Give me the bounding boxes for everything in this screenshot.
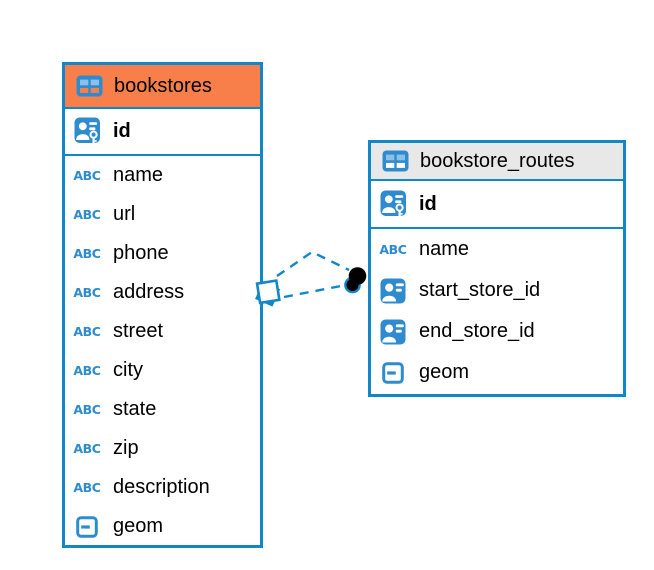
text-type-icon: ABC bbox=[379, 242, 407, 257]
column-row[interactable]: ABC name bbox=[65, 156, 260, 195]
reference-type-icon bbox=[377, 319, 409, 345]
text-type-icon: ABC bbox=[73, 324, 101, 339]
column-row[interactable]: geom bbox=[371, 352, 623, 393]
text-type-icon: ABC bbox=[73, 441, 101, 456]
column-row[interactable]: ABC name bbox=[371, 229, 623, 270]
column-name: city bbox=[113, 359, 143, 381]
column-name: street bbox=[113, 320, 164, 342]
column-name: geom bbox=[113, 515, 164, 537]
relationship-line-upper[interactable] bbox=[276, 250, 350, 277]
geometry-type-icon bbox=[377, 361, 409, 384]
column-name: description bbox=[113, 476, 210, 498]
primary-key-icon bbox=[377, 190, 409, 219]
column-row-id[interactable]: id bbox=[65, 109, 260, 156]
column-row[interactable]: ABC description bbox=[65, 468, 260, 507]
column-name: id bbox=[113, 120, 131, 142]
column-name: name bbox=[419, 238, 470, 260]
table-title: bookstores bbox=[114, 74, 212, 97]
text-type-icon: ABC bbox=[73, 246, 101, 261]
column-name: state bbox=[113, 398, 157, 420]
column-row[interactable]: end_store_id bbox=[371, 311, 623, 352]
column-row-id[interactable]: id bbox=[371, 181, 623, 229]
text-type-icon: ABC bbox=[73, 285, 101, 300]
table-icon bbox=[379, 150, 411, 172]
column-row[interactable]: start_store_id bbox=[371, 270, 623, 311]
entity-table-bookstores[interactable]: bookstores id ABC name ABC url ABC phone bbox=[62, 62, 263, 548]
entity-table-bookstore-routes[interactable]: bookstore_routes id ABC name bbox=[368, 140, 626, 397]
column-row[interactable]: ABC city bbox=[65, 351, 260, 390]
primary-key-icon bbox=[71, 117, 103, 146]
column-row[interactable]: ABC url bbox=[65, 195, 260, 234]
column-name: zip bbox=[113, 437, 139, 459]
relationship-dot-marker[interactable] bbox=[344, 267, 367, 294]
column-row[interactable]: geom bbox=[65, 507, 260, 546]
relationship-line-lower[interactable] bbox=[283, 283, 347, 299]
geometry-type-icon bbox=[71, 515, 103, 538]
column-row[interactable]: ABC street bbox=[65, 312, 260, 351]
column-row[interactable]: ABC phone bbox=[65, 234, 260, 273]
column-row[interactable]: ABC state bbox=[65, 390, 260, 429]
column-name: geom bbox=[419, 361, 470, 383]
text-type-icon: ABC bbox=[73, 168, 101, 183]
column-name: phone bbox=[113, 242, 169, 264]
column-name: name bbox=[113, 164, 164, 186]
column-name: address bbox=[113, 281, 185, 303]
column-row[interactable]: ABC address bbox=[65, 273, 260, 312]
reference-type-icon bbox=[377, 278, 409, 304]
table-icon bbox=[73, 75, 105, 97]
column-name: url bbox=[113, 203, 136, 225]
table-header-bookstores[interactable]: bookstores bbox=[65, 65, 260, 109]
column-name: start_store_id bbox=[419, 279, 541, 301]
column-row[interactable]: ABC zip bbox=[65, 429, 260, 468]
table-header-bookstore-routes[interactable]: bookstore_routes bbox=[371, 143, 623, 181]
text-type-icon: ABC bbox=[73, 207, 101, 222]
table-title: bookstore_routes bbox=[420, 149, 575, 172]
text-type-icon: ABC bbox=[73, 480, 101, 495]
text-type-icon: ABC bbox=[73, 402, 101, 417]
column-name: end_store_id bbox=[419, 320, 535, 342]
column-name: id bbox=[419, 192, 437, 215]
text-type-icon: ABC bbox=[73, 363, 101, 378]
